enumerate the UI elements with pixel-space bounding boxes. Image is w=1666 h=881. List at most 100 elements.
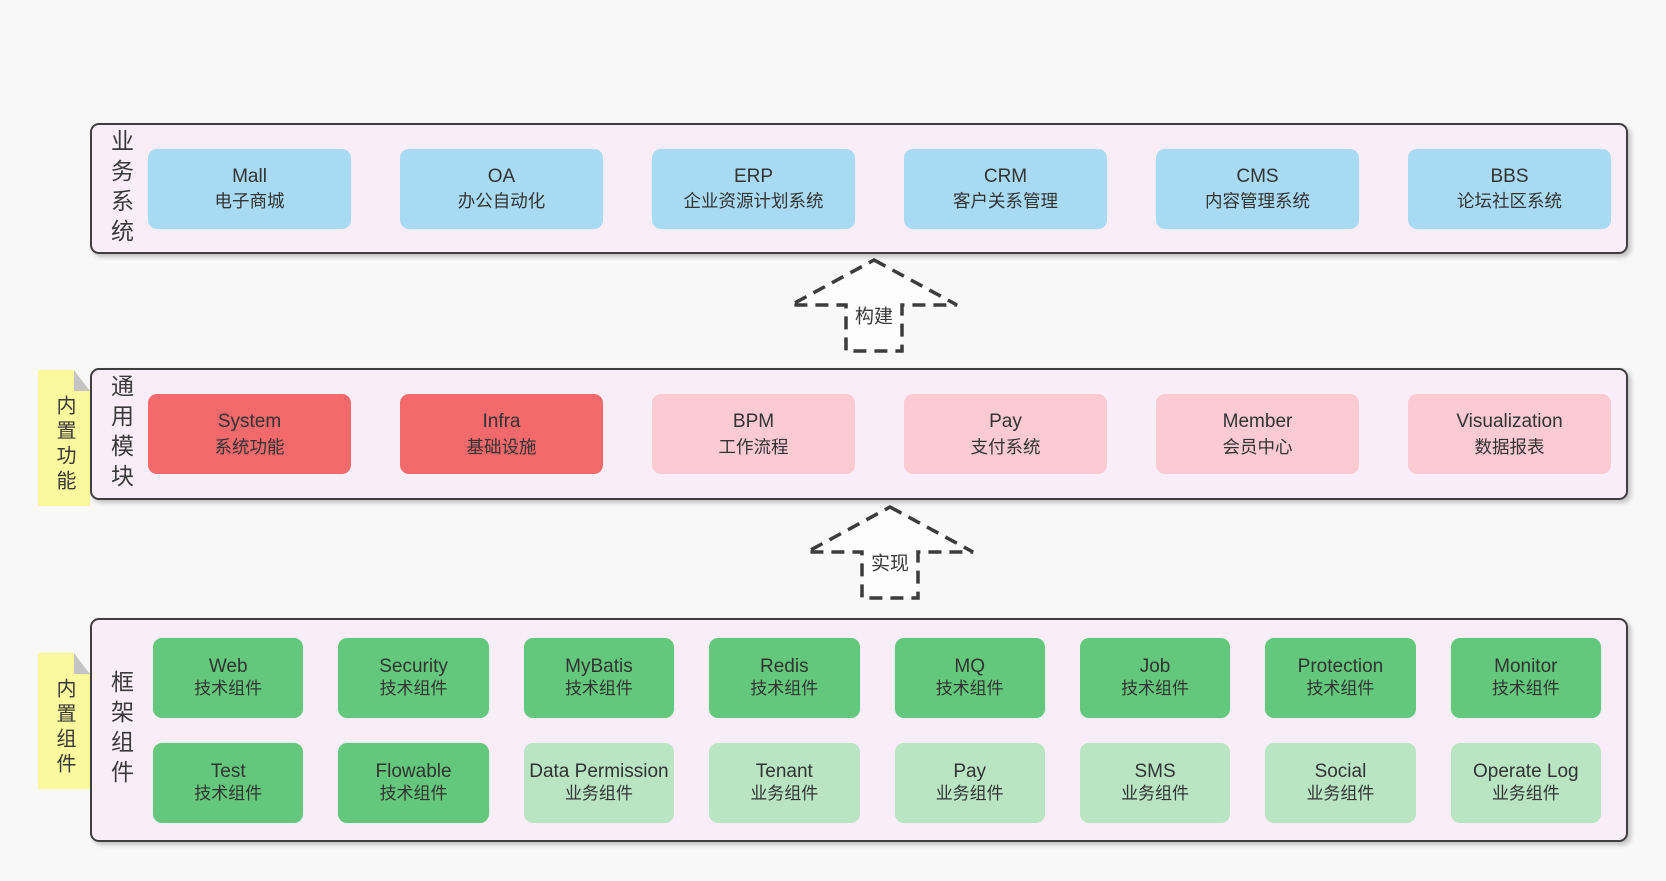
box-subtitle: 业务组件 [1306, 784, 1375, 804]
box-subtitle: 技术组件 [1491, 679, 1560, 699]
box-subtitle: 客户关系管理 [953, 191, 1058, 212]
box-subtitle: 技术组件 [194, 679, 263, 699]
band-label-framework-components: 框架组件 [92, 620, 148, 840]
box-erp: ERP 企业资源计划系统 [652, 148, 855, 229]
box-subtitle: 技术组件 [1121, 679, 1190, 699]
sticky-label: 内置功能 [53, 395, 75, 495]
box-subtitle: 业务组件 [564, 784, 633, 804]
box-title: Data Permission [529, 760, 669, 782]
box-title: Test [210, 760, 246, 782]
box-visualization: Visualization 数据报表 [1408, 394, 1611, 474]
box-subtitle: 系统功能 [214, 436, 285, 457]
sticky-label: 内置组件 [53, 678, 75, 778]
box-subtitle: 基础设施 [466, 436, 537, 457]
folded-corner-icon [74, 653, 90, 674]
band-label-common-modules: 通用模块 [92, 370, 148, 498]
band-common-modules: 通用模块 System 系统功能 Infra 基础设施 BPM 工作流程 Pay… [90, 368, 1628, 500]
box-monitor: Monitor 技术组件 [1450, 638, 1601, 718]
box-data-permission: Data Permission 业务组件 [523, 743, 675, 823]
box-mq: MQ 技术组件 [894, 638, 1045, 718]
box-subtitle: 数据报表 [1474, 436, 1545, 457]
box-oa: OA 办公自动化 [400, 148, 603, 229]
box-subtitle: 企业资源计划系统 [683, 191, 824, 212]
box-title: CMS [1236, 165, 1279, 187]
box-operate-log: Operate Log 业务组件 [1450, 743, 1601, 823]
box-subtitle: 工作流程 [718, 436, 789, 457]
box-pay-system: Pay 支付系统 [904, 394, 1107, 474]
box-title: MQ [954, 655, 985, 677]
band-label-text: 框架组件 [107, 670, 134, 790]
modules-box-row: System 系统功能 Infra 基础设施 BPM 工作流程 Pay 支付系统… [148, 370, 1626, 498]
box-title: Tenant [755, 760, 813, 782]
box-crm: CRM 客户关系管理 [904, 148, 1107, 229]
box-title: BPM [732, 411, 775, 433]
box-subtitle: 业务组件 [1121, 784, 1190, 804]
box-title: Member [1222, 411, 1293, 433]
box-title: Redis [760, 655, 809, 677]
box-title: Protection [1297, 655, 1384, 677]
box-security: Security 技术组件 [338, 638, 489, 718]
box-redis: Redis 技术组件 [709, 638, 860, 718]
box-title: BBS [1490, 165, 1529, 187]
box-subtitle: 业务组件 [750, 784, 819, 804]
box-member: Member 会员中心 [1156, 394, 1359, 474]
box-protection: Protection 技术组件 [1265, 638, 1416, 718]
box-subtitle: 支付系统 [970, 436, 1041, 457]
band-business-systems: 业务系统 Mall 电子商城 OA 办公自动化 ERP 企业资源计划系统 CRM… [90, 123, 1628, 254]
box-mall: Mall 电子商城 [148, 148, 351, 229]
box-subtitle: 业务组件 [1491, 784, 1560, 804]
band-framework-components: 框架组件 Web 技术组件 Security 技术组件 MyBatis 技术组件… [90, 618, 1628, 842]
box-title: ERP [733, 165, 774, 187]
arrow-build-label: 构建 [850, 301, 898, 329]
box-subtitle: 办公自动化 [457, 191, 546, 212]
folded-corner-icon [74, 370, 90, 391]
box-title: Mall [232, 165, 267, 187]
box-title: Visualization [1456, 411, 1563, 433]
box-cms: CMS 内容管理系统 [1156, 148, 1359, 229]
box-title: Job [1139, 655, 1171, 677]
box-subtitle: 技术组件 [750, 679, 819, 699]
band-label-text: 通用模块 [107, 374, 134, 494]
box-subtitle: 业务组件 [935, 784, 1004, 804]
box-subtitle: 会员中心 [1222, 436, 1293, 457]
box-infra: Infra 基础设施 [400, 394, 603, 474]
box-subtitle: 内容管理系统 [1205, 191, 1310, 212]
box-title: OA [487, 165, 516, 187]
box-title: Pay [953, 760, 987, 782]
box-title: Operate Log [1472, 760, 1579, 782]
box-title: Monitor [1494, 655, 1558, 677]
sticky-note-builtin-components: 内置组件 [38, 653, 90, 789]
arrow-build: 构建 [788, 257, 960, 354]
sticky-note-builtin-features: 内置功能 [38, 370, 90, 506]
box-subtitle: 技术组件 [379, 679, 448, 699]
box-title: CRM [983, 165, 1028, 187]
box-title: Pay [989, 411, 1022, 433]
box-subtitle: 论坛社区系统 [1457, 191, 1562, 212]
box-title: SMS [1134, 760, 1176, 782]
box-system: System 系统功能 [148, 394, 351, 474]
box-web: Web 技术组件 [153, 638, 304, 718]
box-pay-component: Pay 业务组件 [894, 743, 1045, 823]
box-test: Test 技术组件 [153, 743, 304, 823]
box-subtitle: 技术组件 [935, 679, 1004, 699]
box-mybatis: MyBatis 技术组件 [523, 638, 675, 718]
box-title: Web [208, 655, 248, 677]
box-subtitle: 技术组件 [1306, 679, 1375, 699]
box-tenant: Tenant 业务组件 [709, 743, 860, 823]
box-flowable: Flowable 技术组件 [338, 743, 489, 823]
box-sms: SMS 业务组件 [1079, 743, 1231, 823]
box-subtitle: 电子商城 [214, 191, 285, 212]
box-job: Job 技术组件 [1079, 638, 1231, 718]
box-title: Social [1314, 760, 1367, 782]
box-bbs: BBS 论坛社区系统 [1408, 148, 1611, 229]
arrow-implement-label: 实现 [866, 548, 914, 576]
box-title: Infra [482, 411, 521, 433]
band-label-business-systems: 业务系统 [92, 125, 148, 252]
box-title: MyBatis [565, 655, 633, 677]
arrow-implement: 实现 [804, 504, 976, 601]
box-bpm: BPM 工作流程 [652, 394, 855, 474]
box-title: Security [379, 655, 448, 677]
box-subtitle: 技术组件 [564, 679, 633, 699]
box-subtitle: 技术组件 [379, 784, 448, 804]
business-box-row: Mall 电子商城 OA 办公自动化 ERP 企业资源计划系统 CRM 客户关系… [148, 125, 1626, 252]
